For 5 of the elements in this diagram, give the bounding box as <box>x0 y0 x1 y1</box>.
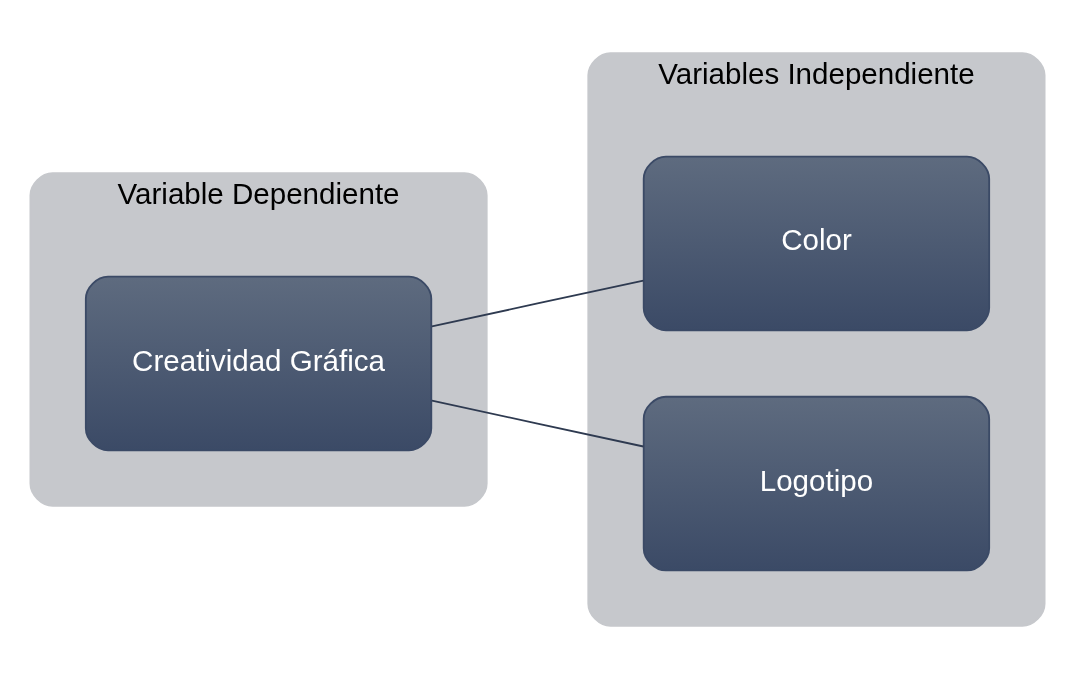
node-box: Creatividad Gráfica <box>84 275 433 451</box>
node-box: Color <box>642 155 991 331</box>
node-box: Logotipo <box>642 395 991 571</box>
connector <box>431 279 645 327</box>
connector <box>431 399 645 447</box>
